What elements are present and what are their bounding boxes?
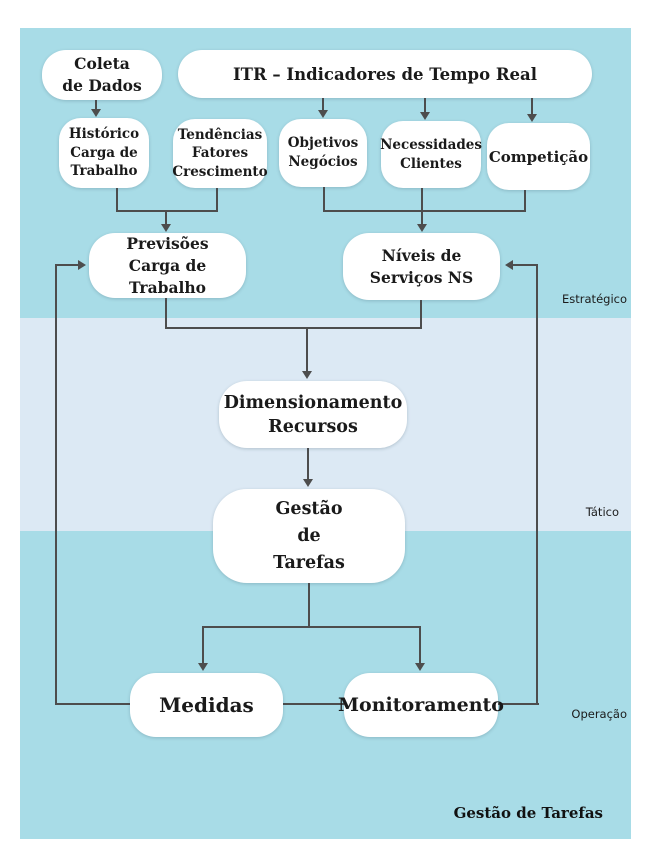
- node-tendencias: Tendências Fatores Crescimento: [172, 119, 268, 188]
- node-previsoes: Previsões Carga de Trabalho: [89, 233, 246, 298]
- connector-itr-competicao: [530, 97, 534, 115]
- feedback-right-top: [513, 263, 538, 267]
- node-niveis: Níveis de Serviços NS: [343, 233, 500, 300]
- node-tendencias-line1: Tendências: [177, 126, 263, 143]
- node-tendencias-line2: Fatores: [191, 145, 249, 162]
- arrowhead-monitoramento: [415, 663, 425, 671]
- connector-dimensionamento-gestao: [306, 448, 310, 480]
- node-dimensionamento: Dimensionamento Recursos: [219, 381, 407, 448]
- arrowhead-itr-necessidades: [420, 112, 430, 120]
- arrowhead-feedback-previsoes: [78, 260, 86, 270]
- node-objetivos-line2: Negócios: [288, 154, 358, 170]
- arrowhead-itr-objetivos: [318, 110, 328, 118]
- feedback-left-vertical: [54, 263, 58, 706]
- feedback-right-vertical: [535, 263, 539, 706]
- arrowhead-gestao: [303, 479, 313, 487]
- arrowhead-coleta-historico: [91, 109, 101, 117]
- node-coleta-de-dados: Coleta de Dados: [42, 50, 162, 100]
- node-previsoes-line2: Carga de Trabalho: [128, 255, 207, 297]
- node-competicao-line1: Competição: [488, 147, 589, 166]
- connector-itr-necessidades: [423, 97, 427, 113]
- band-label-operacao: Operação: [571, 707, 627, 721]
- node-gestao-line2: de: [297, 525, 321, 546]
- connector-objetivos-merge: [322, 187, 326, 212]
- arrowhead-dimensionamento: [302, 371, 312, 379]
- node-gestao-line1: Gestão: [275, 498, 343, 519]
- node-gestao-de-tarefas: Gestão de Tarefas: [213, 489, 405, 583]
- arrowhead-itr-competicao: [527, 114, 537, 122]
- connector-medidas-monitoramento: [283, 702, 344, 706]
- node-medidas-line1: Medidas: [159, 693, 254, 717]
- node-itr: ITR – Indicadores de Tempo Real: [178, 50, 592, 98]
- arrowhead-niveis: [417, 224, 427, 232]
- band-label-estrategico: Estratégico: [562, 292, 627, 306]
- arrowhead-medidas: [198, 663, 208, 671]
- connector-tendencias-merge: [215, 188, 219, 212]
- node-niveis-line2: Serviços NS: [369, 267, 474, 287]
- connector-niveis-down: [419, 300, 423, 329]
- node-tendencias-line3: Crescimento: [172, 163, 268, 180]
- node-dimensionamento-line2: Recursos: [268, 416, 358, 437]
- feedback-left-top: [56, 263, 79, 267]
- connector-historico-merge: [115, 188, 119, 212]
- connector-split-horizontal: [201, 625, 422, 629]
- arrowhead-previsoes: [161, 224, 171, 232]
- connector-merge-previsoes: [164, 211, 168, 225]
- node-necessidades-line1: Necessidades: [380, 136, 482, 153]
- diagram-footer-title: Gestão de Tarefas: [453, 804, 603, 822]
- band-label-tatico: Tático: [585, 505, 619, 519]
- node-necessidades: Necessidades Clientes: [380, 121, 482, 188]
- connector-previsoes-down: [164, 298, 168, 329]
- connector-necessidades-niveis: [420, 188, 424, 225]
- node-objetivos: Objetivos Negócios: [279, 119, 367, 187]
- connector-gestao-down: [307, 583, 311, 628]
- node-historico-line1: Histórico: [68, 126, 140, 143]
- node-itr-line1: ITR – Indicadores de Tempo Real: [232, 64, 538, 84]
- node-medidas: Medidas: [130, 673, 283, 737]
- arrowhead-feedback-niveis: [505, 260, 513, 270]
- feedback-right-bottom: [497, 702, 539, 706]
- node-historico-line2: Carga de: [70, 144, 138, 161]
- node-dimensionamento-line1: Dimensionamento: [223, 392, 403, 413]
- node-monitoramento-line1: Monitoramento: [338, 694, 504, 716]
- connector-to-dimensionamento: [305, 328, 309, 372]
- node-competicao: Competição: [487, 123, 590, 190]
- connector-strategy-horizontal: [164, 326, 423, 330]
- connector-coleta-historico: [94, 100, 98, 110]
- node-necessidades-line2: Clientes: [400, 155, 462, 172]
- node-niveis-line1: Níveis de: [381, 245, 462, 265]
- connector-to-monitoramento: [418, 627, 422, 664]
- node-monitoramento: Monitoramento: [338, 673, 504, 737]
- node-historico-line3: Trabalho: [70, 163, 138, 180]
- node-previsoes-line1: Previsões: [126, 233, 209, 253]
- connector-competicao-merge: [523, 190, 527, 212]
- connector-merge-right-horizontal: [322, 209, 527, 213]
- node-historico: Histórico Carga de Trabalho: [59, 118, 149, 188]
- connector-itr-objetivos: [321, 97, 325, 111]
- node-coleta-line1: Coleta: [74, 54, 130, 73]
- node-objetivos-line1: Objetivos: [287, 135, 359, 151]
- node-gestao-line3: Tarefas: [273, 552, 345, 573]
- connector-to-medidas: [201, 627, 205, 664]
- feedback-left-bottom: [56, 702, 132, 706]
- node-coleta-line2: de Dados: [62, 76, 142, 95]
